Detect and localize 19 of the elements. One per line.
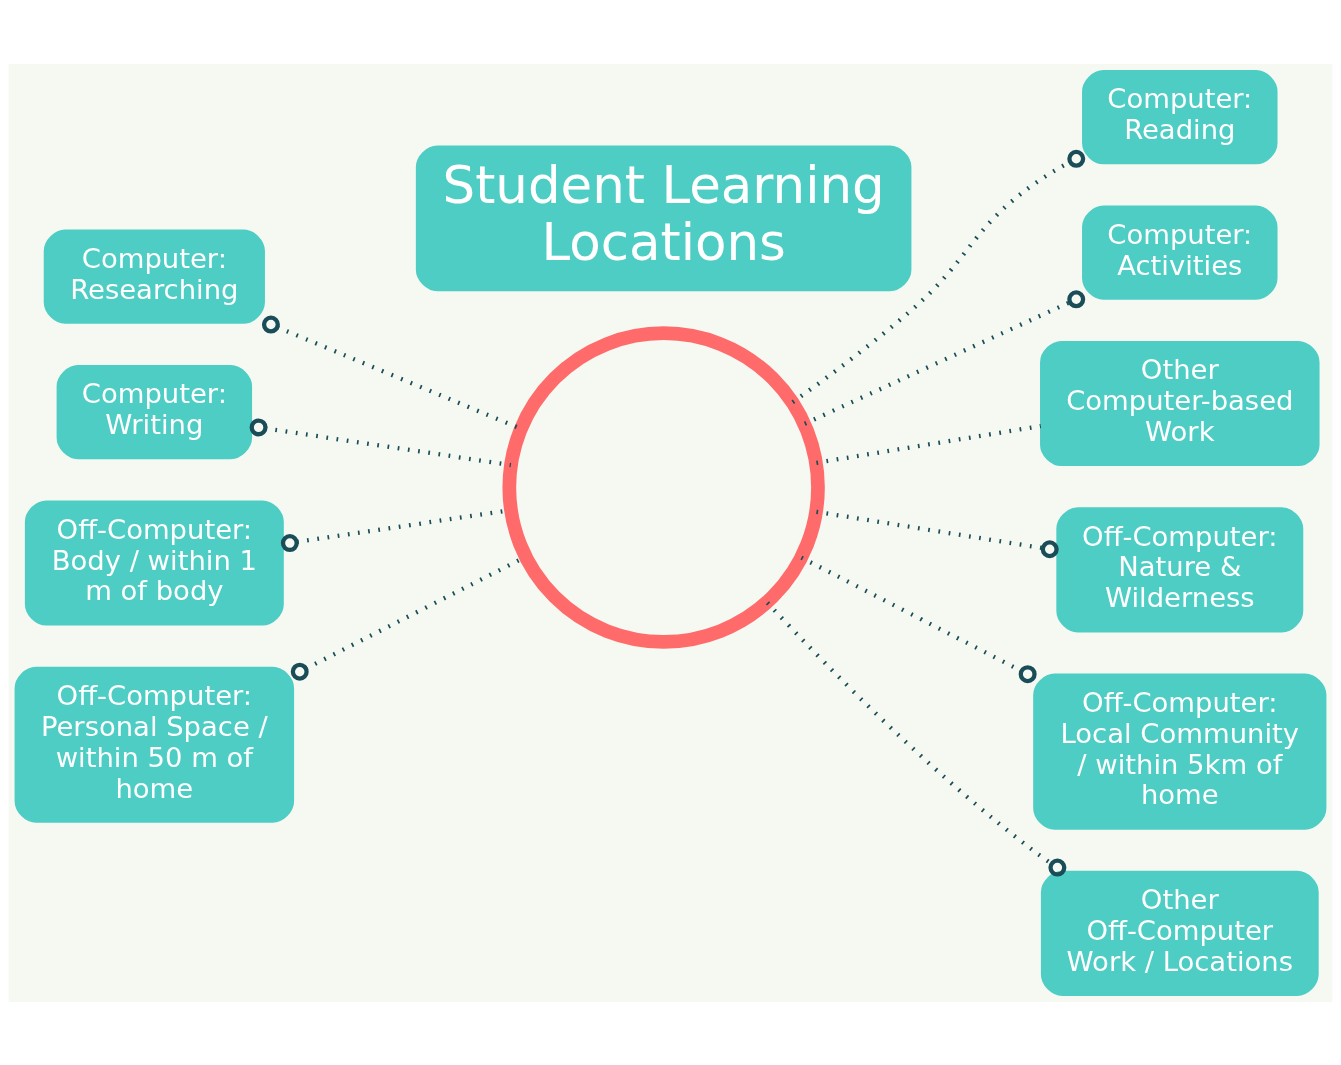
connector [816, 423, 1042, 465]
connector [816, 509, 1059, 558]
node-circle [502, 325, 825, 649]
node-box: Student Learning Locations [415, 144, 912, 291]
node-box: Computer: Researching [43, 229, 265, 324]
node-box: Off-Computer: Local Community / within 5km of home [1033, 673, 1327, 830]
connector [765, 600, 1067, 877]
node-box: Other Computer-based Work [1040, 340, 1320, 466]
node-box: Off-Computer: Nature & Wilderness [1056, 506, 1304, 632]
connector [249, 417, 512, 467]
connector [791, 149, 1086, 404]
node-box: Off-Computer: Body / within 1 m of body [24, 499, 284, 626]
node-box: Off-Computer: Personal Space / within 50 m of home [14, 666, 295, 823]
node-box: Other Off-Computer Work / Locations [1040, 870, 1319, 996]
connector [803, 289, 1086, 426]
connector [800, 555, 1037, 683]
node-box: Computer: Reading [1082, 69, 1278, 164]
node-box: Computer: Writing [56, 364, 253, 459]
node-box: Computer: Activities [1082, 204, 1278, 300]
